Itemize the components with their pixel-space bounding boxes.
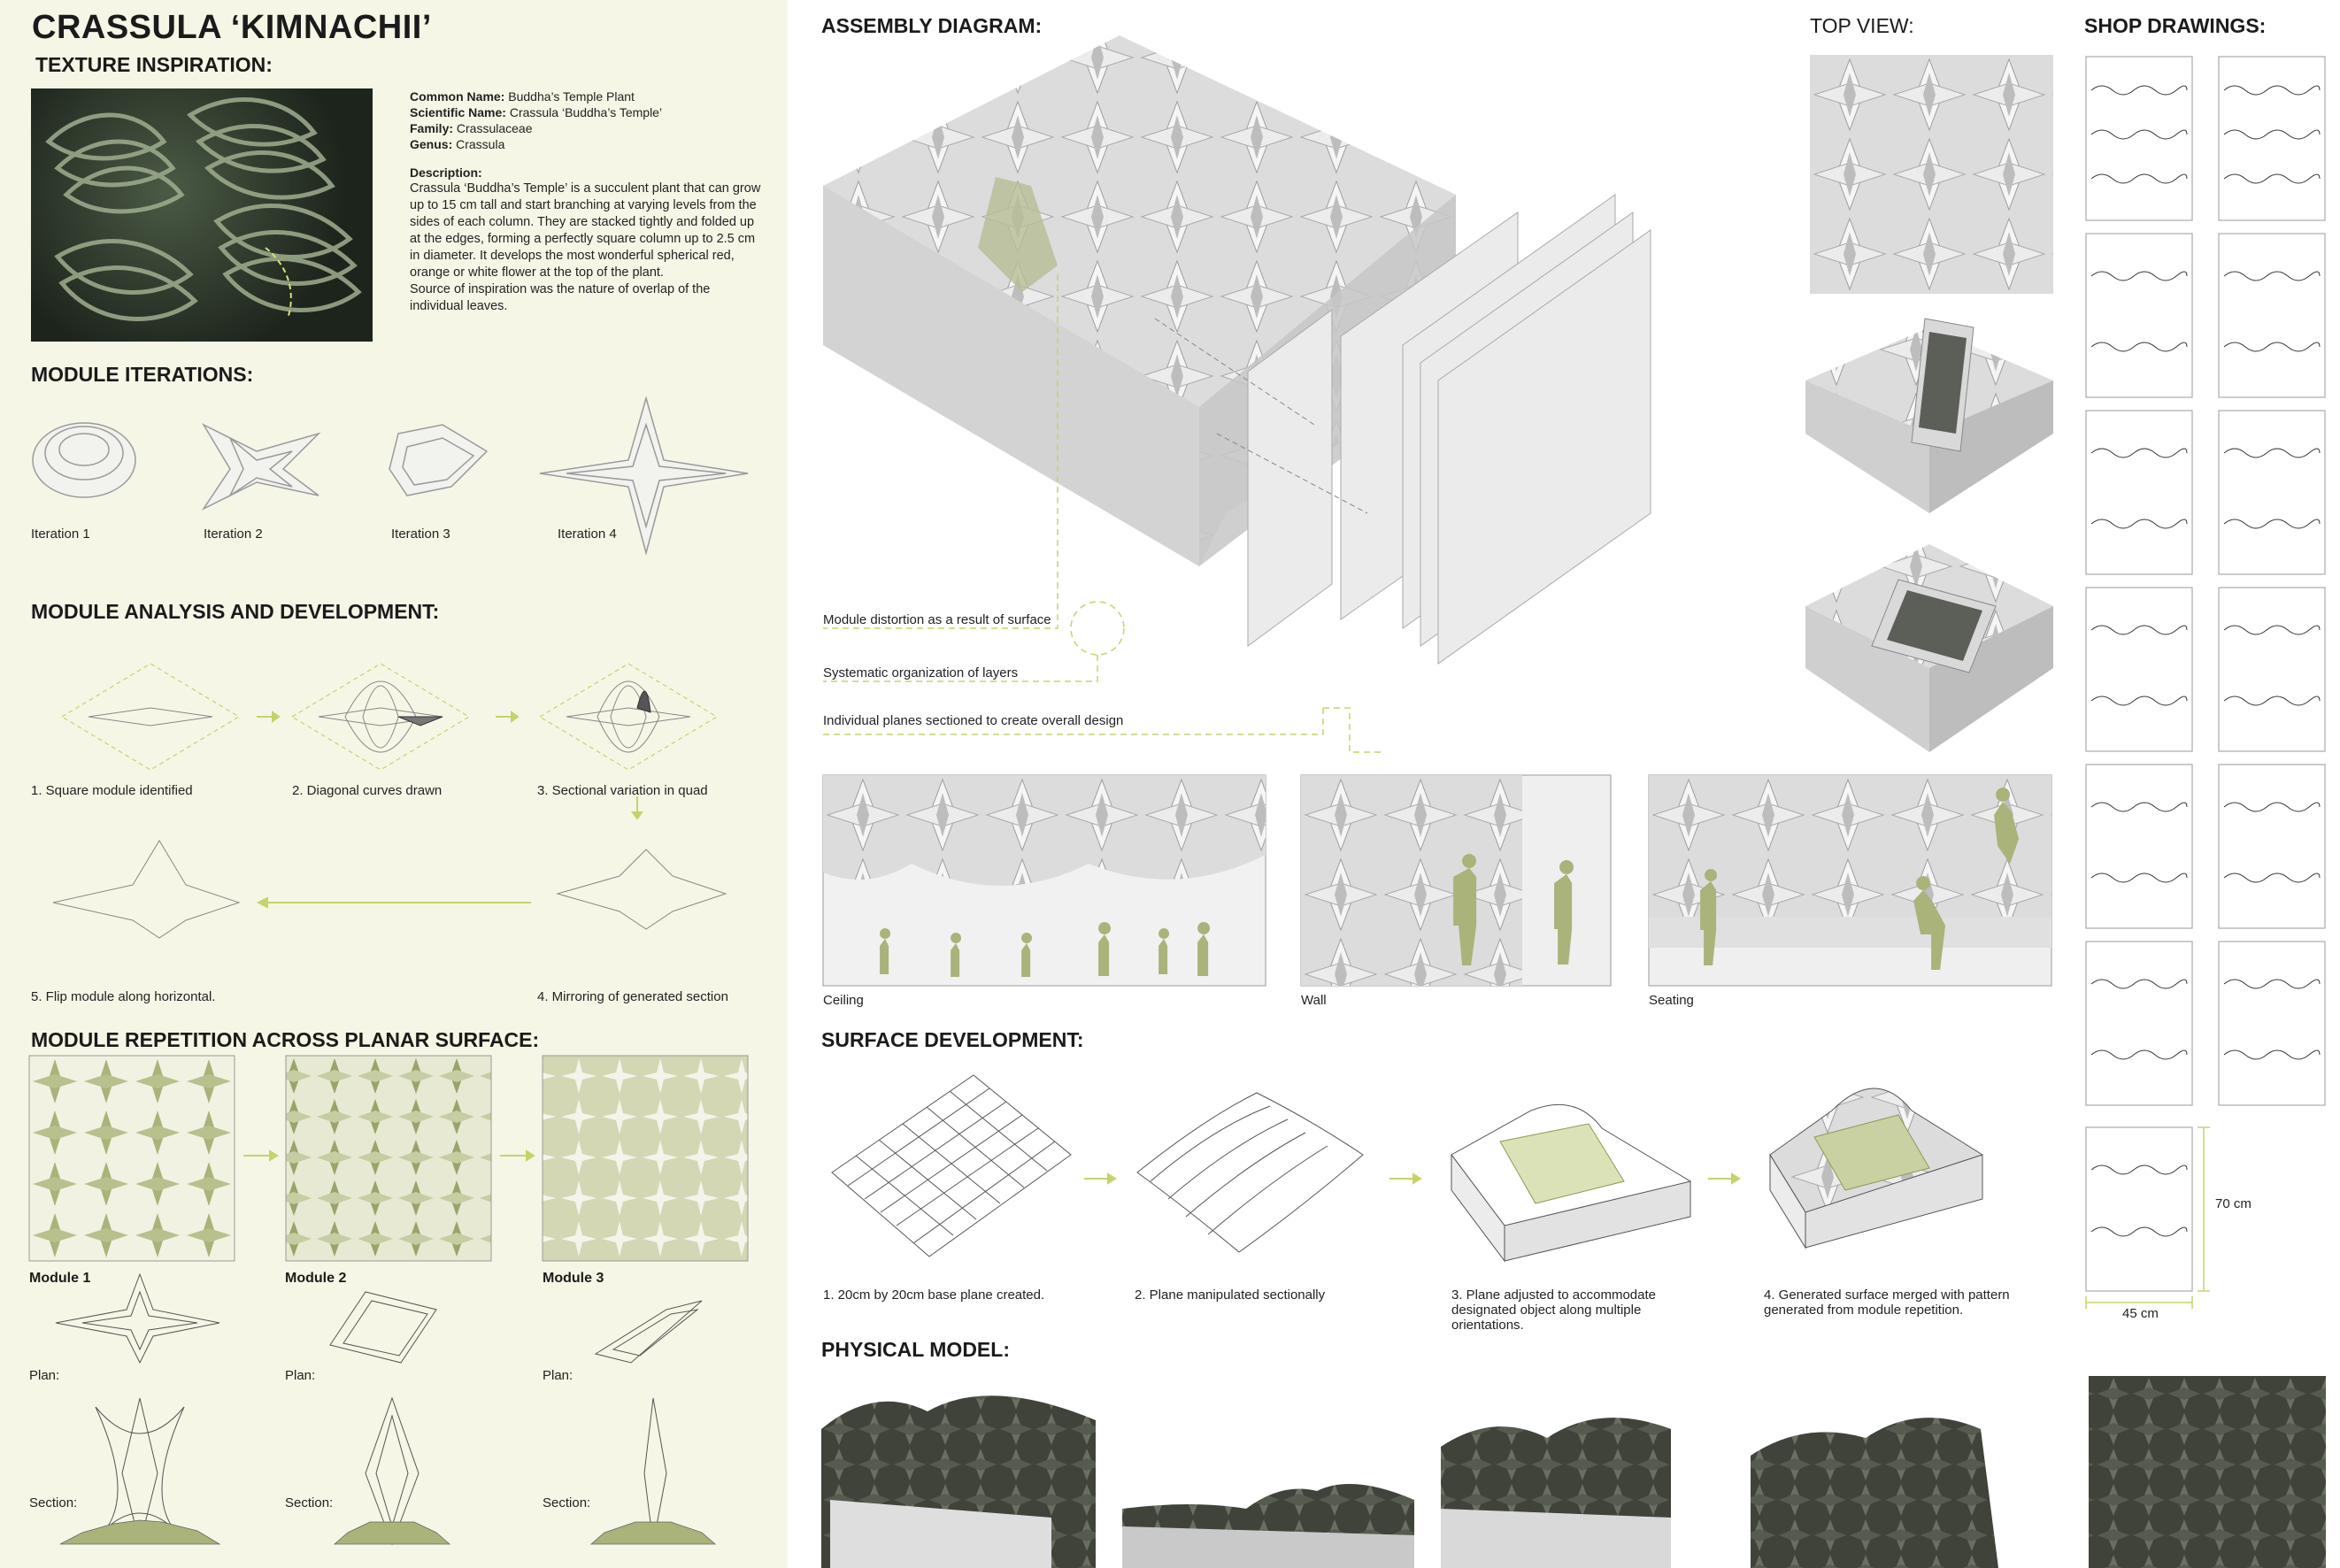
source-text: Source of inspiration was the nature of … — [410, 282, 711, 313]
shop-height-dimension: 70 cm — [2215, 1196, 2251, 1211]
analysis-step-1: 1. Square module identified — [31, 783, 193, 798]
iteration-1-label: Iteration 1 — [31, 527, 90, 542]
scientific-name: Crassula ‘Buddha’s Temple’ — [509, 105, 663, 119]
analysis-heading: MODULE ANALYSIS AND DEVELOPMENT: — [31, 600, 440, 623]
surface-step-4: 4. Generated surface merged with pattern… — [1764, 1287, 2010, 1318]
module-2-section-label: Section: — [285, 1495, 334, 1510]
iterations-illustration — [32, 396, 749, 556]
annotation-planes-sectioned: Individual planes sectioned to create ov… — [823, 713, 1124, 728]
annotation-layer-organization: Systematic organization of layers — [823, 665, 1019, 680]
module-1-section-label: Section: — [29, 1495, 78, 1510]
repetition-grids — [28, 1055, 749, 1262]
family-label: Family: — [410, 121, 454, 135]
module-2-plan-label: Plan: — [285, 1368, 316, 1383]
surface-step-2: 2. Plane manipulated sectionally — [1135, 1287, 1326, 1303]
shop-heading: SHOP DRAWINGS: — [2084, 14, 2267, 37]
top-view-heading: TOP VIEW: — [1810, 14, 1914, 37]
page-title: CRASSULA ‘KIMNACHII’ — [32, 9, 432, 46]
genus-label: Genus: — [410, 137, 453, 151]
model-with-phone-2 — [1805, 544, 2053, 752]
module-1-plan-label: Plan: — [29, 1368, 60, 1383]
seating-label: Seating — [1649, 993, 1694, 1008]
module-3-label: Module 3 — [543, 1271, 604, 1286]
analysis-illustration — [52, 663, 727, 939]
shop-width-dimension: 45 cm — [2122, 1306, 2159, 1321]
analysis-step-4: 4. Mirroring of generated section — [537, 989, 728, 1004]
common-name: Buddha’s Temple Plant — [508, 89, 635, 104]
plant-photo — [31, 88, 373, 342]
wall-render — [1300, 774, 1612, 987]
iteration-4-label: Iteration 4 — [558, 527, 617, 542]
genus: Crassula — [456, 137, 505, 151]
assembly-illustration — [823, 35, 1651, 753]
analysis-step-5: 5. Flip module along horizontal. — [31, 989, 216, 1004]
shop-drawings — [2085, 56, 2326, 1309]
surface-heading: SURFACE DEVELOPMENT: — [821, 1028, 1084, 1051]
analysis-step-2: 2. Diagonal curves drawn — [292, 783, 443, 798]
analysis-step-3: 3. Sectional variation in quad — [537, 783, 708, 798]
common-name-label: Common Name: — [410, 89, 505, 104]
iteration-3-label: Iteration 3 — [391, 527, 450, 542]
description-label: Description: — [410, 165, 482, 180]
model-with-phone-1 — [1805, 318, 2053, 513]
iterations-heading: MODULE ITERATIONS: — [31, 363, 254, 386]
physical-heading: PHYSICAL MODEL: — [821, 1338, 1010, 1361]
seating-render — [1648, 774, 2052, 987]
module-plan-section-drawings — [55, 1272, 717, 1546]
repetition-heading: MODULE REPETITION ACROSS PLANAR SURFACE: — [31, 1028, 540, 1051]
module-1-label: Module 1 — [29, 1271, 91, 1286]
texture-heading: TEXTURE INSPIRATION: — [35, 53, 273, 76]
description-text: Crassula ‘Buddha’s Temple’ is a succulen… — [410, 181, 761, 280]
wall-label: Wall — [1301, 993, 1327, 1008]
module-3-plan-label: Plan: — [543, 1368, 573, 1383]
surface-development-illustration — [831, 1074, 1983, 1263]
plant-info: Common Name: Buddha’s Temple Plant Scien… — [410, 88, 773, 315]
annotation-module-distortion: Module distortion as a result of surface — [823, 612, 1051, 627]
physical-model-photos — [821, 1376, 2326, 1568]
iteration-2-label: Iteration 2 — [204, 527, 263, 542]
surface-step-1: 1. 20cm by 20cm base plane created. — [823, 1287, 1045, 1303]
module-3-section-label: Section: — [543, 1495, 591, 1510]
assembly-heading: ASSEMBLY DIAGRAM: — [821, 14, 1043, 37]
surface-step-3: 3. Plane adjusted to accommodate designa… — [1451, 1287, 1656, 1333]
ceiling-render — [822, 774, 1266, 987]
module-2-label: Module 2 — [285, 1271, 347, 1286]
top-view-image — [1810, 55, 2053, 294]
ceiling-label: Ceiling — [823, 993, 864, 1008]
scientific-name-label: Scientific Name: — [410, 105, 506, 119]
family: Crassulaceae — [456, 121, 533, 135]
